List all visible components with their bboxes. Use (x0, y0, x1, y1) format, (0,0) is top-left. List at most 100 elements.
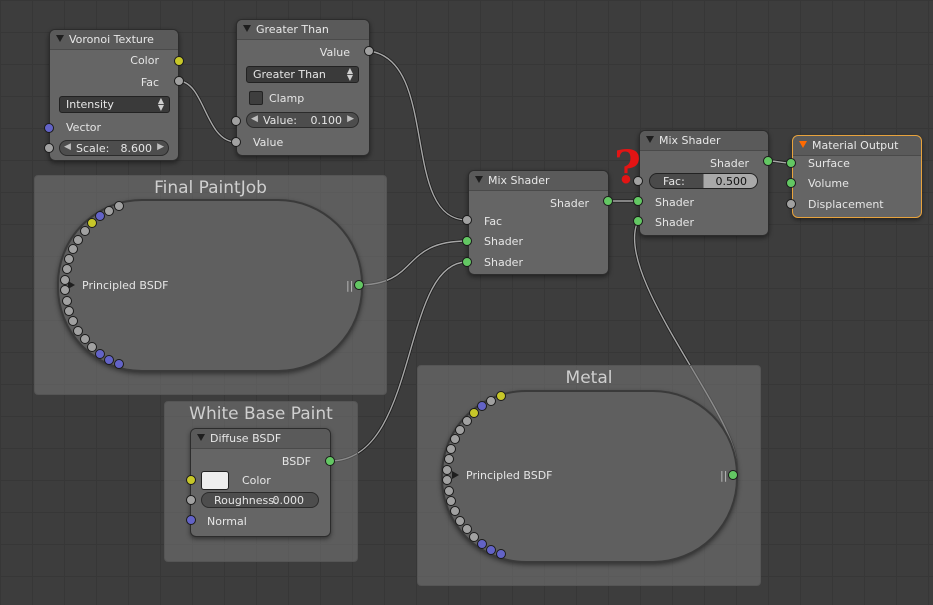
socket-input[interactable] (79, 225, 90, 236)
collapse-icon[interactable] (243, 25, 251, 32)
socket-shader-in-a[interactable] (633, 196, 643, 206)
expand-icon[interactable] (68, 281, 75, 289)
socket-fac-out[interactable] (174, 76, 184, 86)
socket-input[interactable] (442, 475, 453, 486)
socket-input[interactable] (468, 532, 479, 542)
socket-input[interactable] (495, 549, 506, 559)
socket-input[interactable] (86, 342, 97, 352)
socket-shader-in-b[interactable] (462, 257, 472, 267)
socket-volume-in[interactable] (786, 178, 796, 188)
socket-normal-in[interactable] (186, 515, 196, 525)
collapse-icon[interactable] (799, 141, 807, 148)
socket-input[interactable] (113, 201, 124, 211)
socket-shader-in-a[interactable] (462, 236, 472, 246)
socket-color-in[interactable] (186, 475, 196, 485)
operation-dropdown[interactable]: Greater Than ▲▼ (246, 66, 359, 83)
roughness-field[interactable]: Roughness: 0.000 (201, 492, 319, 508)
socket-input[interactable] (461, 524, 472, 535)
socket-input[interactable] (461, 415, 472, 426)
socket-shader-in-b[interactable] (633, 216, 643, 226)
socket-input[interactable] (468, 408, 479, 418)
socket-input[interactable] (113, 359, 124, 369)
mix-shader-node-1[interactable]: Mix Shader Shader Fac Shader Shader (468, 170, 609, 275)
scale-field[interactable]: ◀ Scale: 8.600 ▶ (59, 140, 169, 156)
decrement-icon[interactable]: ◀ (64, 142, 71, 152)
socket-fac-in[interactable] (462, 215, 472, 225)
socket-input[interactable] (446, 496, 457, 507)
node-header[interactable]: Voronoi Texture (50, 30, 178, 50)
socket-input[interactable] (477, 401, 487, 412)
node-header[interactable]: Diffuse BSDF (191, 429, 330, 449)
socket-input[interactable] (455, 515, 466, 526)
socket-displacement-in[interactable] (786, 199, 796, 209)
socket-input[interactable] (104, 205, 115, 216)
collapse-icon[interactable] (56, 35, 64, 42)
socket-roughness-in[interactable] (186, 495, 196, 505)
node-header[interactable]: Material Output (793, 136, 921, 156)
socket-value-out[interactable] (364, 46, 374, 56)
socket-bsdf-out[interactable] (728, 470, 738, 480)
socket-scale-in[interactable] (44, 143, 54, 153)
socket-vector-in[interactable] (44, 123, 54, 133)
socket-input[interactable] (64, 306, 75, 317)
socket-shader-out[interactable] (763, 156, 773, 166)
node-header[interactable]: Mix Shader (640, 131, 768, 151)
socket-input[interactable] (60, 285, 71, 296)
socket-input[interactable] (486, 395, 497, 406)
socket-bsdf-out[interactable] (325, 456, 335, 466)
principled-bsdf-node-1[interactable] (57, 199, 363, 372)
socket-fac-in[interactable] (633, 176, 643, 186)
socket-value-in-2[interactable] (231, 137, 241, 147)
output-label-shader: Shader (550, 197, 589, 210)
socket-input[interactable] (442, 464, 453, 475)
socket-input[interactable] (104, 354, 115, 365)
socket-input[interactable] (477, 538, 487, 549)
color-swatch[interactable] (201, 471, 229, 490)
socket-input[interactable] (446, 443, 457, 454)
clamp-checkbox[interactable] (249, 91, 263, 105)
socket-color-out[interactable] (174, 56, 184, 66)
node-title: Voronoi Texture (69, 33, 154, 46)
decrement-icon[interactable]: ◀ (251, 114, 258, 124)
diffuse-bsdf-node[interactable]: Diffuse BSDF BSDF Color Roughness: 0.000… (190, 428, 331, 537)
socket-input[interactable] (61, 295, 72, 306)
greater-than-node[interactable]: Greater Than Value Greater Than ▲▼ Clamp… (236, 19, 370, 156)
node-header[interactable]: Mix Shader (469, 171, 608, 191)
mix-shader-node-2[interactable]: Mix Shader Shader Fac: 0.500 Shader Shad… (639, 130, 769, 236)
value-field[interactable]: ◀ Value: 0.100 ▶ (246, 112, 359, 128)
collapse-icon[interactable] (197, 434, 205, 441)
socket-input[interactable] (73, 325, 84, 336)
coloring-dropdown[interactable]: Intensity ▲▼ (59, 96, 170, 113)
socket-input[interactable] (86, 218, 97, 228)
node-header[interactable]: Greater Than (237, 20, 369, 40)
voronoi-texture-node[interactable]: Voronoi Texture Color Fac Intensity ▲▼ V… (49, 29, 179, 161)
principled-bsdf-node-2[interactable] (441, 390, 738, 563)
socket-input[interactable] (443, 454, 454, 465)
socket-value-in-1[interactable] (231, 116, 241, 126)
socket-input[interactable] (60, 274, 71, 285)
collapse-icon[interactable] (646, 136, 654, 143)
socket-input[interactable] (95, 348, 105, 359)
socket-bsdf-out[interactable] (354, 280, 364, 290)
material-output-node[interactable]: Material Output Surface Volume Displacem… (792, 135, 922, 218)
socket-input[interactable] (68, 316, 79, 327)
socket-input[interactable] (73, 234, 84, 245)
increment-icon[interactable]: ▶ (347, 114, 354, 124)
socket-input[interactable] (61, 264, 72, 275)
fac-slider[interactable]: Fac: 0.500 (649, 173, 758, 189)
socket-input[interactable] (79, 334, 90, 345)
socket-shader-out[interactable] (603, 196, 613, 206)
socket-surface-in[interactable] (786, 158, 796, 168)
collapse-icon[interactable] (475, 176, 483, 183)
socket-input[interactable] (450, 506, 461, 517)
socket-input[interactable] (495, 391, 506, 401)
socket-input[interactable] (443, 485, 454, 496)
socket-input[interactable] (95, 211, 105, 222)
socket-input[interactable] (450, 433, 461, 444)
socket-input[interactable] (455, 424, 466, 435)
increment-icon[interactable]: ▶ (157, 142, 164, 152)
socket-input[interactable] (64, 253, 75, 264)
expand-icon[interactable] (452, 471, 459, 479)
socket-input[interactable] (486, 544, 497, 555)
socket-input[interactable] (68, 243, 79, 254)
